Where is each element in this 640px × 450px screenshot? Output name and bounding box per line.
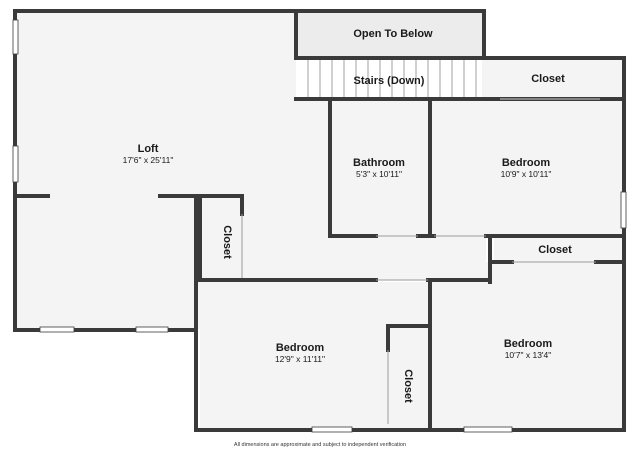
stairs-floor <box>296 58 482 98</box>
window-bedroom-bottom-center <box>311 426 353 433</box>
window-loft-lower <box>12 145 19 183</box>
loft-floor <box>16 12 296 329</box>
bedroom-bottom-center-label: Bedroom <box>276 342 325 354</box>
loft-dimensions: 17'6" x 25'11" <box>123 155 174 165</box>
open-to-below-label: Open To Below <box>353 28 433 40</box>
closet-small-vertical-label: Closet <box>221 225 233 259</box>
stairs-label: Stairs (Down) <box>354 75 425 87</box>
bedroom-bottom-center-floor <box>200 282 428 430</box>
closet-top-right-label: Closet <box>531 73 565 85</box>
disclaimer-text: All dimensions are approximate and subje… <box>234 442 406 448</box>
bathroom-floor <box>330 100 428 236</box>
bedroom-top-right-dimensions: 10'9" x 10'11" <box>501 169 552 179</box>
loft-label: Loft <box>138 143 159 155</box>
bedroom-top-right-floor <box>432 100 622 236</box>
bathroom-label: Bathroom <box>353 157 405 169</box>
bedroom-bottom-right-floor <box>430 262 622 430</box>
bedroom-top-right-label: Bedroom <box>502 157 551 169</box>
open-to-below-floor <box>296 12 482 58</box>
window-loft-upper <box>12 19 19 55</box>
room-labels: Open To Below Stairs (Down) Closet Loft … <box>123 28 573 403</box>
closet-mid-right-floor <box>494 238 622 262</box>
bedroom-bottom-center-dimensions: 12'9" x 11'11" <box>275 354 325 364</box>
closet-bottom-vertical-label: Closet <box>402 369 414 403</box>
bedroom-bottom-right-label: Bedroom <box>504 338 553 350</box>
windows <box>12 19 627 433</box>
floor-fills <box>16 12 622 430</box>
door-openings <box>241 98 600 424</box>
bathroom-dimensions: 5'3" x 10'11" <box>356 169 402 179</box>
closet-vertical-floor <box>200 198 242 278</box>
closet-mid-right-label: Closet <box>538 244 572 256</box>
closet-top-right-floor <box>486 58 622 98</box>
window-loft-bottom-left <box>39 326 75 333</box>
window-loft-bottom-right <box>135 326 169 333</box>
window-bedroom-top-right <box>620 191 627 229</box>
bedroom-bottom-right-dimensions: 10'7" x 13'4" <box>505 350 552 360</box>
window-bedroom-bottom-right <box>463 426 513 433</box>
stair-treads <box>307 60 477 97</box>
